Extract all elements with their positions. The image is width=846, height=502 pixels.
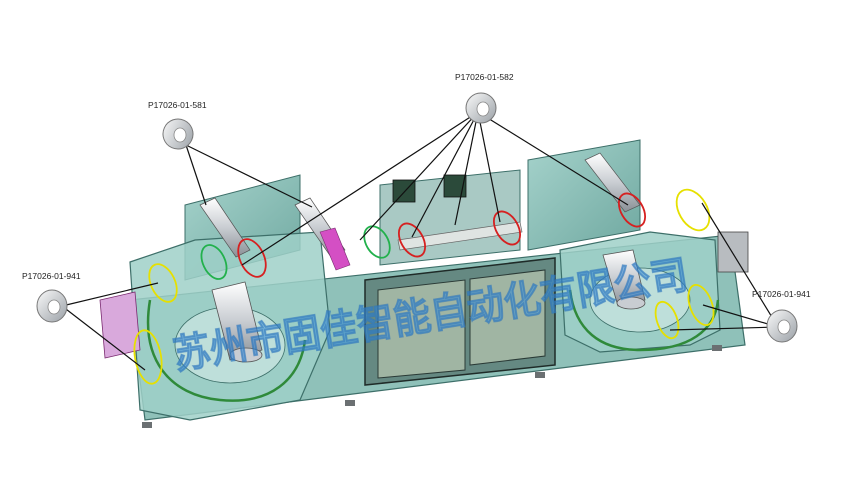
leader-lines [61,111,779,371]
callout-label-941-left: P17026-01-941 [22,271,81,281]
ring-part-581-icon [162,118,194,150]
callout-label-581: P17026-01-581 [148,100,207,110]
ring-part-941-left-icon [36,289,68,323]
ring-part-941-right-icon [766,309,798,343]
right-spindle [602,249,646,310]
machine-body [99,139,749,428]
left-spindle [211,281,263,363]
yellow-markers [133,188,715,385]
ring-part-582-icon [465,92,497,124]
callout-label-941-right: P17026-01-941 [752,289,811,299]
callout-label-582: P17026-01-582 [455,72,514,82]
green-markers [200,225,391,280]
